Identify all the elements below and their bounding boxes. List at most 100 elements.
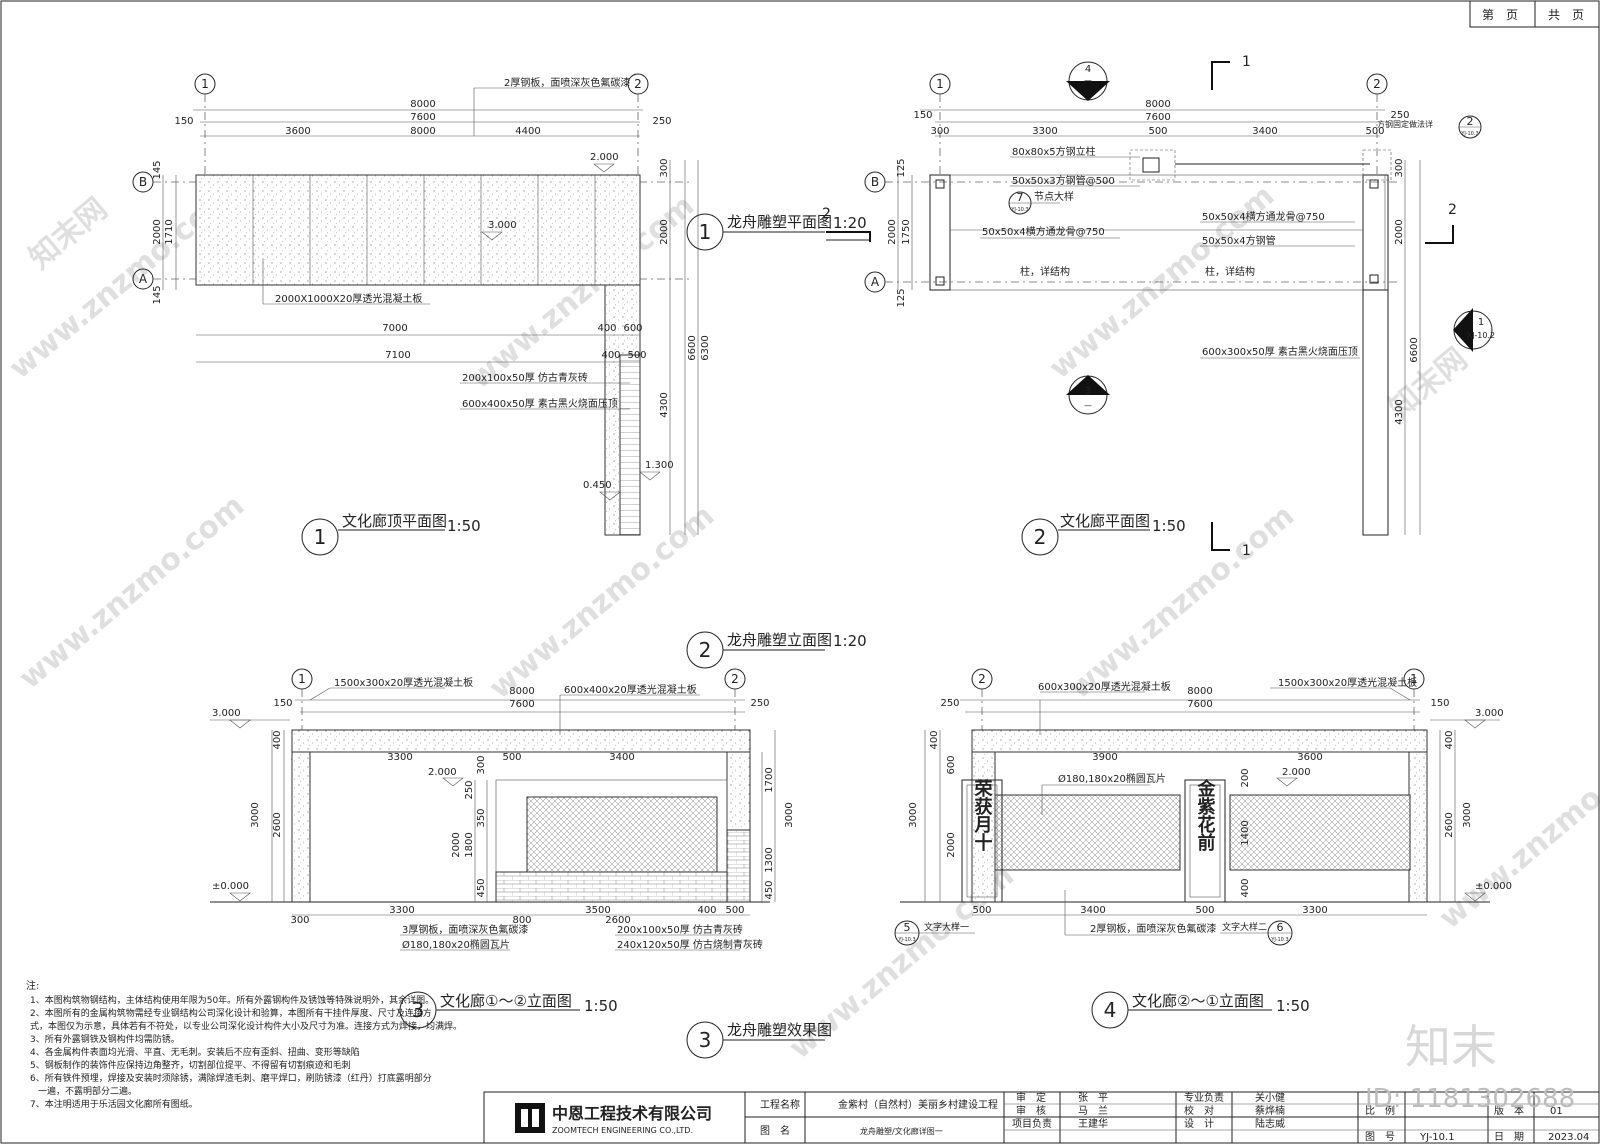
dim-text: 3000 (784, 802, 795, 827)
dim-text: 1400 (1240, 820, 1251, 845)
level-text: 2.000 (428, 767, 457, 778)
dim-text: 7600 (1145, 112, 1170, 123)
dim-text: 3500 (585, 905, 610, 916)
dim-text: 3600 (285, 126, 310, 137)
note-text: 50x50x4横方通龙骨@750 (1202, 210, 1325, 223)
dim-text: 400 (597, 323, 616, 334)
drawing-value: 龙舟雕塑/文化廊详图一 (860, 1126, 943, 1136)
watermark-tile: www.znzmo.com (1433, 728, 1600, 936)
note-text: 600x400x20厚透光混凝土板 (564, 683, 697, 696)
dim-text: 3300 (389, 905, 414, 916)
dim-text: 2000 (659, 219, 670, 244)
note-item: 7、本注明适用于乐活园文化廊所有图纸。 (30, 1098, 198, 1110)
callout-number: 3 (1085, 386, 1091, 397)
view-number-circle (301, 518, 339, 556)
dim-text: 6600 (1409, 337, 1420, 362)
dim-text: 7000 (382, 323, 407, 334)
dim-text: 250 (1390, 110, 1409, 121)
check-label: 审 核 (1016, 1104, 1046, 1117)
dim-text: 500 (1148, 126, 1167, 137)
view-number: 1 (699, 220, 712, 244)
tile-panel (526, 796, 718, 873)
dim-text: 400 (601, 350, 620, 361)
callout-number: 1 (1478, 317, 1484, 328)
callout-ref: YJ-10.3 (1010, 207, 1028, 213)
dim-text: 125 (896, 158, 907, 177)
grid-label: B (139, 175, 147, 189)
dim-text: 500 (725, 905, 744, 916)
callout-ref: XJ-10.2 (1467, 331, 1495, 340)
note-text: 节点大样 (1034, 190, 1074, 203)
view-scale: 1:50 (1152, 517, 1186, 535)
tile-panel (1229, 794, 1411, 871)
total-label: 共 页 (1548, 8, 1584, 22)
view-number: 2 (699, 638, 712, 662)
grid-label: 2 (978, 672, 986, 686)
spec-label: 专业负责 (1184, 1091, 1224, 1104)
column-right (1362, 174, 1389, 291)
proof-label: 校 对 (1184, 1104, 1214, 1117)
dim-text: 500 (1195, 905, 1214, 916)
note-text: 50x50x4横方通龙骨@750 (982, 225, 1105, 238)
view-title: 龙舟雕塑立面图 (727, 631, 832, 649)
dim-text: 2000 (152, 219, 163, 244)
dim-text: 300 (930, 126, 949, 137)
watermark-tiles: www.znzmo.com www.znzmo.com www.znzmo.co… (3, 178, 1600, 1066)
view-title: 文化廊①～②立面图 (440, 992, 572, 1010)
dim-text: 300 (1394, 158, 1405, 177)
grid-label: 2 (731, 672, 739, 686)
version-label: 版 本 (1494, 1104, 1524, 1117)
pm-label: 项目负责 (1012, 1117, 1052, 1130)
dim-text: 250 (750, 698, 769, 709)
level-text: 2.000 (590, 152, 619, 163)
dim-text: 7100 (385, 350, 410, 361)
dim-text: 6600 (687, 335, 698, 360)
dim-text: 7600 (509, 699, 534, 710)
dim-text: 150 (273, 698, 292, 709)
level-text: 3.000 (212, 708, 241, 719)
grid-label: 1 (936, 77, 944, 91)
callout-number: 6 (1277, 921, 1284, 934)
dim-text: 2600 (605, 915, 630, 926)
dim-text: 8000 (1145, 99, 1170, 110)
sculpture-render-label: 3 龙舟雕塑效果图 (686, 1021, 832, 1059)
elevation-1-2-view: 1 2 8000 7600 3300 500 3400 150 250 300 … (210, 668, 795, 1029)
note-text: 方钢固定做法详 (1377, 119, 1433, 129)
company-name-en: ZOOMTECH ENGINEERING CO.,LTD. (552, 1126, 693, 1135)
callout-ref: — (1084, 401, 1092, 410)
dim-text: 300 (659, 158, 670, 177)
watermark-id: ID: 1181302688 (1365, 1084, 1575, 1114)
note-text: 600x300x20厚透光混凝土板 (1038, 680, 1171, 693)
scale-label: 比 例 (1365, 1104, 1395, 1117)
sheetno-label: 图 号 (1365, 1131, 1395, 1143)
plan-side-wall (1362, 289, 1389, 536)
callout-ref: YJ-10.3 (897, 937, 915, 943)
elevation-2-1-view: 2 1 8000 7600 3900 3600 250 150 500 荣获月十… (894, 668, 1512, 1029)
note-text: 50x50x3方钢管@500 (1012, 174, 1115, 187)
tile-panel (994, 794, 1181, 871)
elevation-post (291, 751, 311, 903)
section-mark: 2 (1448, 202, 1457, 218)
grid-label: 1 (1410, 672, 1418, 686)
dim-text: 450 (476, 878, 487, 897)
dim-text: 500 (1365, 126, 1384, 137)
dim-text: 1800 (464, 832, 475, 857)
note-item: 1、本图构筑物钢结构，主体结构使用年限为50年。所有外露钢构件及锈蚀等特殊说明外… (30, 994, 434, 1006)
check-value: 马 兰 (1078, 1104, 1108, 1117)
callout-number: 5 (904, 921, 911, 934)
note-text: 3厚钢板，面喷深灰色氟碳漆 (402, 923, 528, 936)
callout-ref: — (1084, 76, 1092, 85)
spec-value: 关小健 (1255, 1091, 1285, 1104)
dim-text: 150 (174, 116, 193, 127)
proof-value: 蔡烨楠 (1255, 1104, 1285, 1117)
dim-text: 500 (502, 752, 521, 763)
view-number: 2 (1034, 525, 1047, 549)
callout-number: 7 (1017, 191, 1024, 204)
dim-text: 400 (1444, 730, 1455, 749)
dim-text: 4400 (515, 126, 540, 137)
page-label: 第 页 (1482, 8, 1518, 22)
dim-text: 250 (940, 698, 959, 709)
dim-text: 7600 (410, 112, 435, 123)
level-text: 0.450 (583, 480, 612, 491)
dim-text: 3300 (1032, 126, 1057, 137)
